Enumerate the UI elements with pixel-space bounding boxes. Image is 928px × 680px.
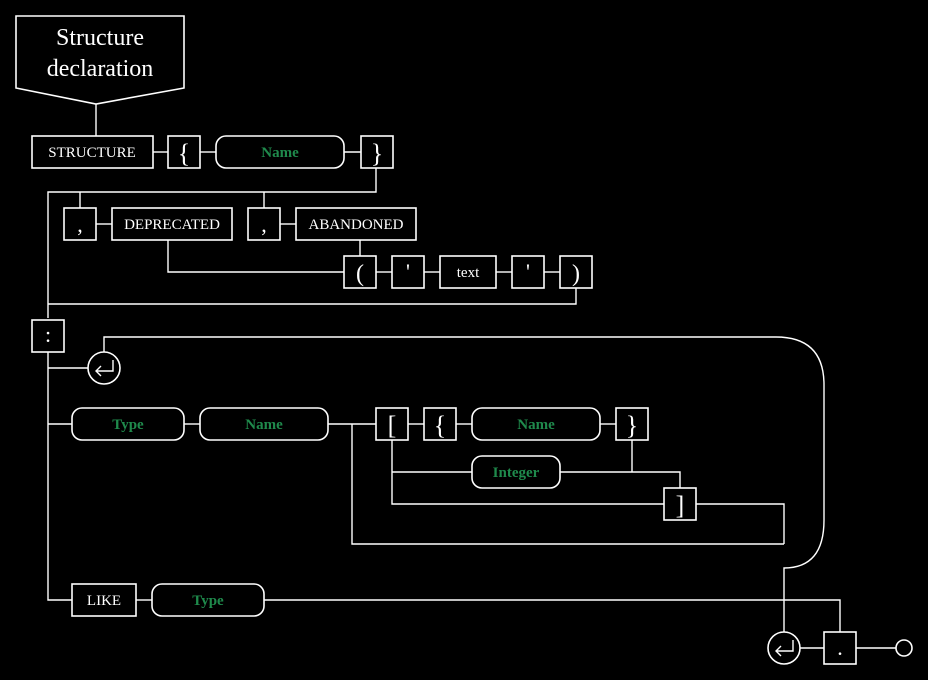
terminal-text: text — [439, 255, 497, 289]
return-arrow-icon — [87, 351, 121, 385]
svg-text:{: { — [434, 411, 446, 440]
svg-text:}: } — [626, 411, 638, 440]
svg-text:Name: Name — [245, 417, 283, 433]
terminal-deprecated: DEPRECATED — [111, 207, 233, 241]
terminal-close-paren: ) — [559, 255, 593, 289]
title-line-2: declaration — [47, 56, 154, 82]
terminal-like: LIKE — [71, 583, 137, 617]
svg-text:,: , — [77, 212, 83, 237]
svg-text:[: [ — [388, 411, 397, 440]
nonterminal-integer: Integer — [471, 455, 561, 489]
terminal-close-brace-array: } — [615, 407, 649, 441]
return-arrow-icon — [767, 631, 801, 665]
terminal-open-quote: ' — [391, 255, 425, 289]
svg-text:{: { — [178, 139, 190, 168]
terminal-comma-abandoned: , — [247, 207, 281, 241]
terminal-open-paren: ( — [343, 255, 377, 289]
svg-text:Type: Type — [192, 593, 224, 609]
svg-text:,: , — [261, 212, 267, 237]
terminal-comma-deprecated: , — [63, 207, 97, 241]
terminal-open-brace-array: { — [423, 407, 457, 441]
svg-text:Integer: Integer — [493, 465, 540, 481]
terminal-open-brace: { — [167, 135, 201, 169]
nonterminal-name-array: Name — [471, 407, 601, 441]
terminal-abandoned: ABANDONED — [295, 207, 417, 241]
svg-text:]: ] — [676, 491, 685, 520]
nonterminal-name: Name — [215, 135, 345, 169]
nonterminal-type: Type — [71, 407, 185, 441]
svg-text:': ' — [406, 259, 410, 284]
terminal-close-bracket: ] — [663, 487, 697, 521]
svg-text:ABANDONED: ABANDONED — [309, 217, 404, 233]
terminal-colon: : — [31, 319, 65, 353]
terminal-close-quote: ' — [511, 255, 545, 289]
terminal-structure: STRUCTURE — [31, 135, 154, 169]
terminal-close-brace: } — [360, 135, 394, 169]
svg-text:): ) — [572, 261, 580, 287]
connector-lines — [47, 104, 896, 649]
svg-text:(: ( — [356, 261, 364, 287]
svg-text:}: } — [371, 139, 383, 168]
terminal-period: . — [823, 631, 857, 665]
title-line-1: Structure — [56, 25, 144, 51]
svg-text:DEPRECATED: DEPRECATED — [124, 217, 220, 233]
nonterminal-type-like: Type — [151, 583, 265, 617]
svg-text:Name: Name — [517, 417, 555, 433]
svg-text:.: . — [837, 635, 843, 660]
svg-text:Type: Type — [112, 417, 144, 433]
svg-text::: : — [45, 322, 51, 347]
end-circle-icon — [895, 639, 913, 657]
svg-text:LIKE: LIKE — [87, 593, 121, 609]
terminal-open-bracket: [ — [375, 407, 409, 441]
svg-text:STRUCTURE: STRUCTURE — [48, 145, 136, 161]
diagram-title: Structure declaration — [15, 15, 185, 105]
svg-text:Name: Name — [261, 145, 299, 161]
svg-text:text: text — [457, 265, 480, 281]
svg-text:': ' — [526, 259, 530, 284]
nonterminal-name-field: Name — [199, 407, 329, 441]
